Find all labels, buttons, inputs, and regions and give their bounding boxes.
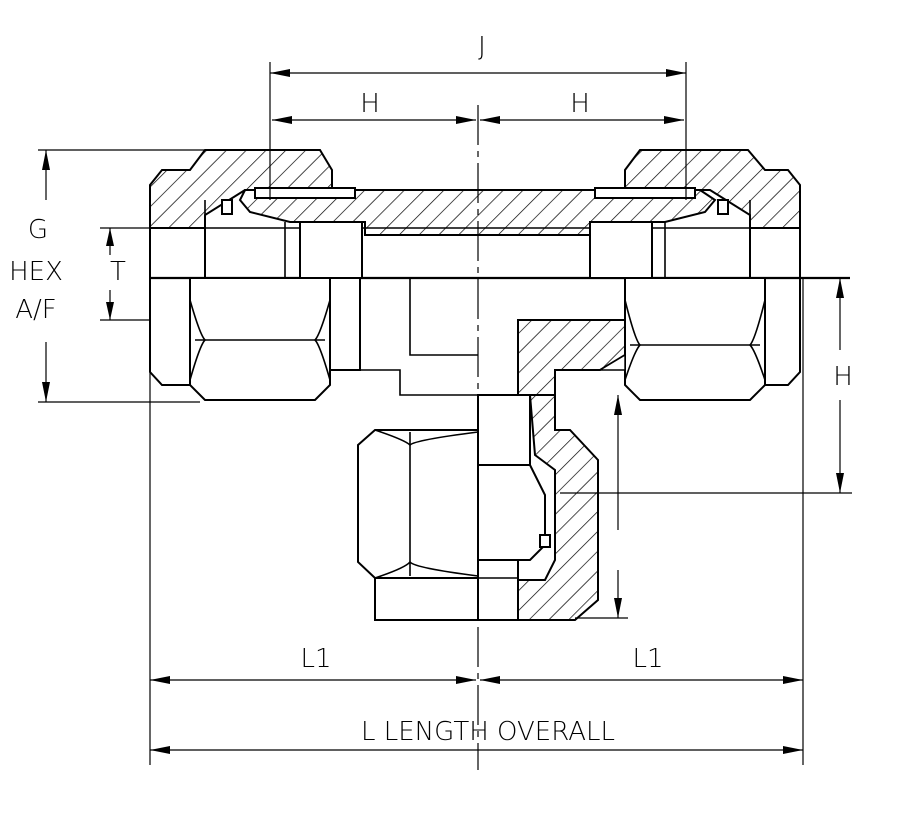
dim-h-side: H <box>560 278 853 494</box>
branch-hex-nut <box>357 429 479 621</box>
dim-overall: L LENGTH OVERALL <box>150 717 803 754</box>
right-hex-nut <box>624 277 766 401</box>
right-nut <box>624 149 801 386</box>
label-h-side: H <box>833 362 853 392</box>
label-af: A/F <box>15 295 57 325</box>
dim-j: J <box>269 32 687 200</box>
label-t: T <box>110 257 126 287</box>
label-overall: L LENGTH OVERALL <box>361 717 615 747</box>
dim-t: T <box>100 227 150 321</box>
dim-g-hex: G HEX A/F <box>9 149 205 403</box>
dim-h-top: H H <box>272 89 684 124</box>
label-h-left: H <box>360 89 380 119</box>
dim-l1: L1 L1 <box>149 278 804 765</box>
left-hex-nut <box>189 277 361 401</box>
label-h-right: H <box>570 89 590 119</box>
left-nut <box>149 149 333 386</box>
label-g: G <box>28 215 48 245</box>
label-l1-left: L1 <box>300 644 331 674</box>
dim-branch-inner <box>575 395 628 619</box>
label-l1-right: L1 <box>632 644 663 674</box>
branch-body <box>360 278 626 396</box>
label-j: J <box>478 32 486 62</box>
label-hex: HEX <box>9 257 63 287</box>
branch-section <box>477 394 599 621</box>
